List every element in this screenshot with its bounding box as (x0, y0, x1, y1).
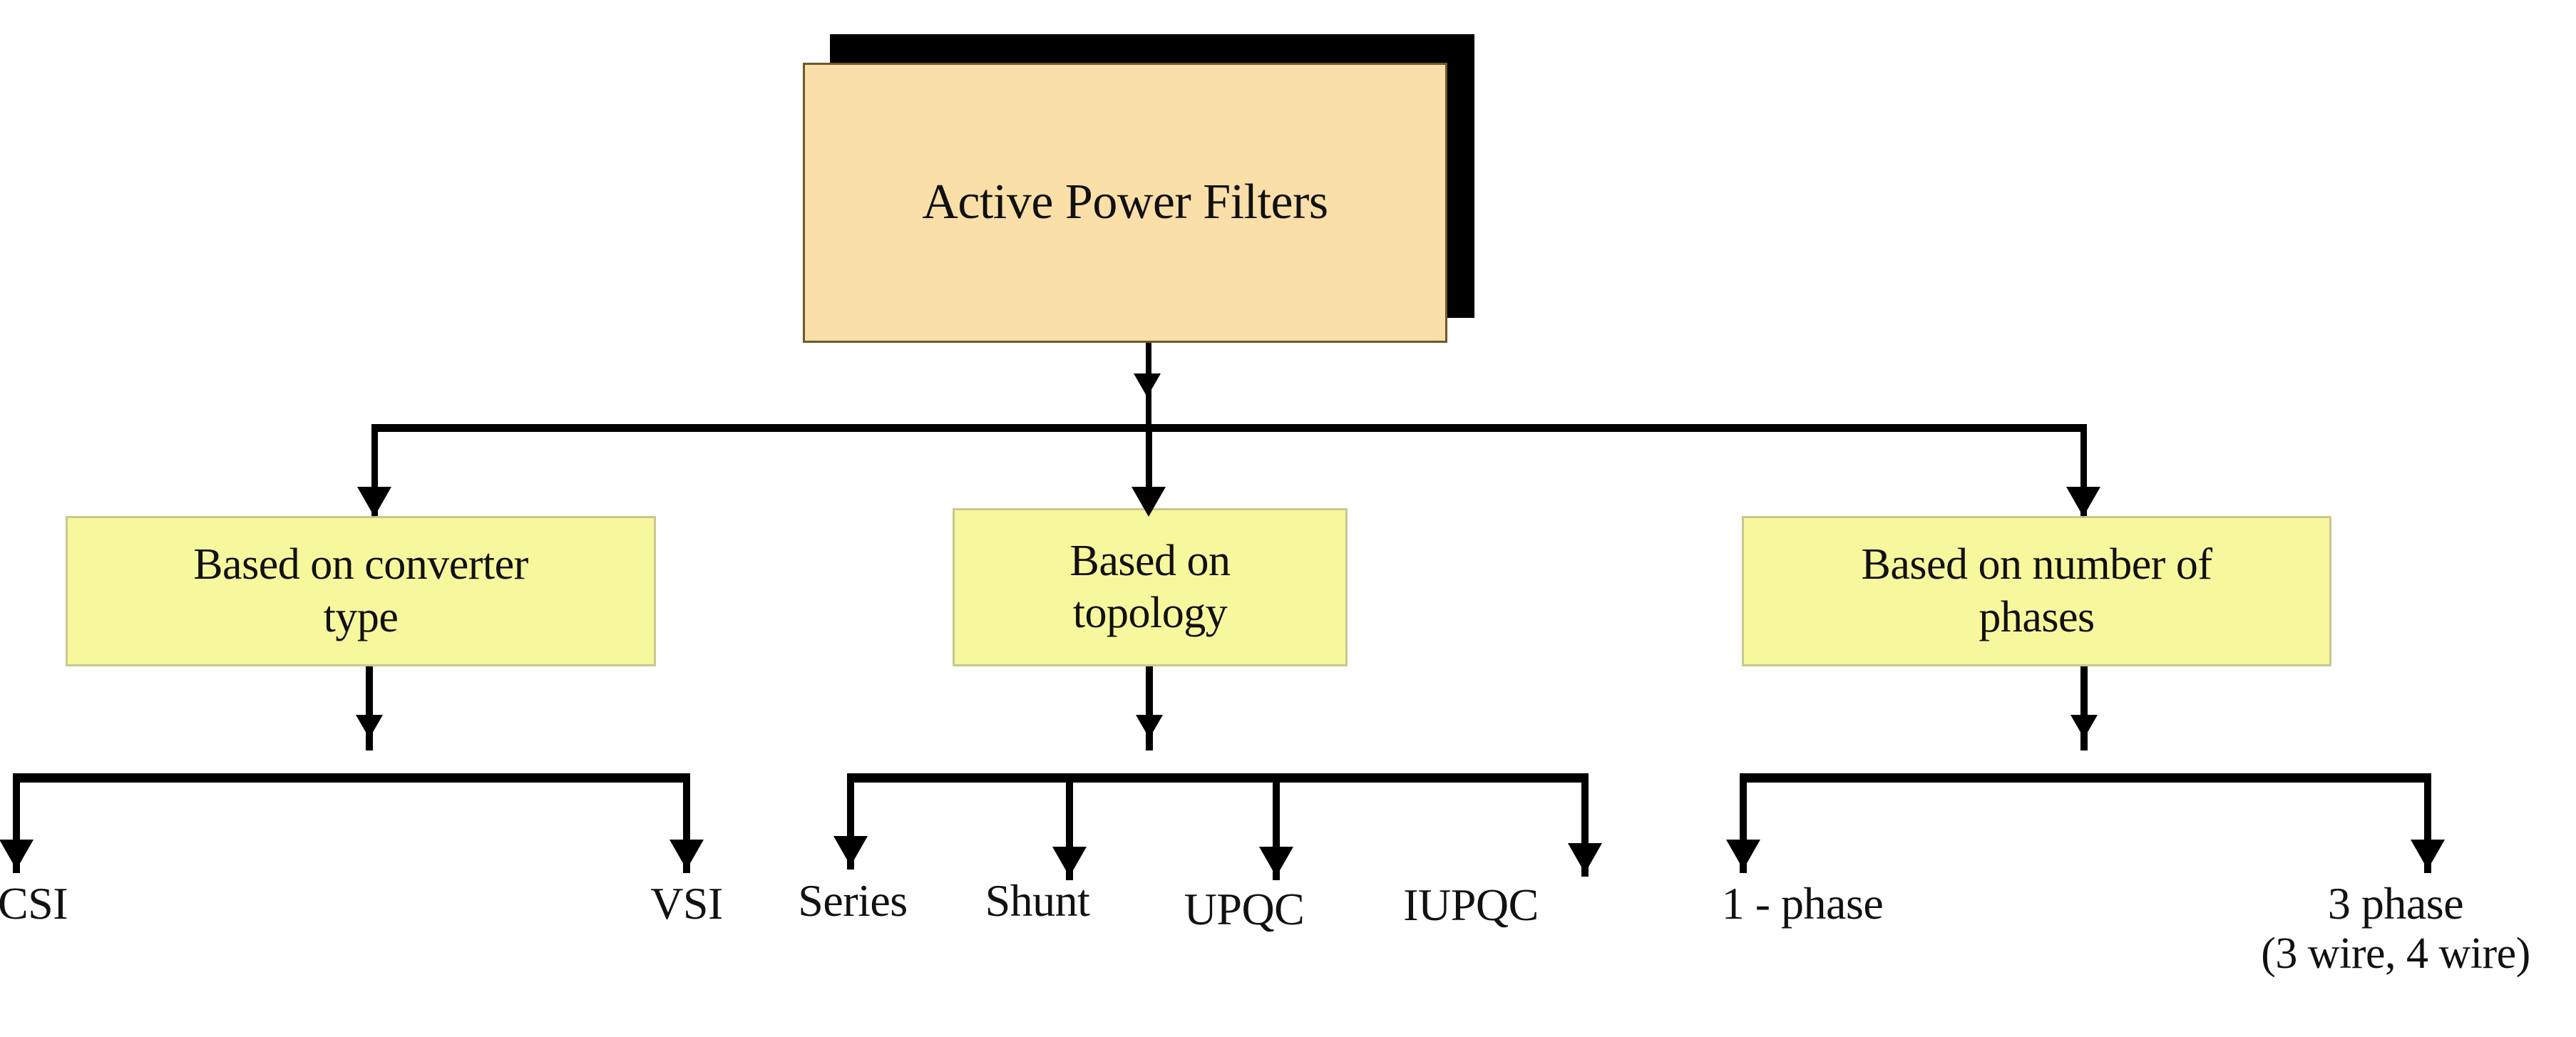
leaf-arrow-shunt (1052, 847, 1087, 877)
leaf-arrow-series (833, 836, 868, 866)
leaf-label-one-phase[interactable]: 1 - phase (1722, 878, 1884, 929)
level2-distribution-bus (374, 424, 2087, 432)
branch-arrow-number-of-phases (2066, 487, 2100, 517)
branch-node-topology[interactable]: Based on topology (953, 508, 1348, 666)
leaf-subtext: (3 wire, 4 wire) (2261, 929, 2530, 978)
leaf-line-iupqc (1581, 773, 1589, 877)
branch-node-converter-type[interactable]: Based on converter type (66, 516, 656, 666)
root-node-label: Active Power Filters (922, 175, 1328, 230)
label-line-2: topology (1072, 589, 1228, 637)
label-line-1: Based on number of (1861, 540, 2212, 589)
leaf-arrow-csi (0, 840, 34, 870)
leaf-label-vsi[interactable]: VSI (650, 878, 723, 929)
root-stem-arrowhead (1134, 373, 1161, 397)
leaf-line-upqc (1273, 773, 1280, 880)
label-line-1: Based on (1069, 536, 1231, 585)
leaf-arrow-vsi (669, 840, 704, 870)
leafstem-line-converter-type (366, 666, 373, 750)
leafstem-line-topology (1146, 666, 1153, 750)
branch-arrow-converter-type (357, 487, 391, 517)
branch-arrow-topology (1132, 487, 1166, 517)
leafstem-line-number-of-phases (2080, 666, 2088, 750)
leaf-text: VSI (650, 878, 723, 929)
leaf-arrow-three-phase (2411, 840, 2445, 870)
leaf-text: 3 phase (2327, 878, 2464, 929)
leaf-arrow-one-phase (1726, 840, 1760, 870)
leaf-label-three-phase[interactable]: 3 phase (3 wire, 4 wire) (2261, 878, 2530, 979)
branch-line-topology (1146, 424, 1152, 517)
root-node-active-power-filters[interactable]: Active Power Filters (803, 63, 1447, 343)
label-line-2: phases (1979, 592, 2095, 641)
leafstem-arrowhead-topology (1136, 715, 1163, 738)
leaf-line-csi (13, 773, 20, 873)
branch-node-number-of-phases[interactable]: Based on number of phases (1742, 516, 2331, 666)
leafstem-arrowhead-number-of-phases (2070, 715, 2098, 738)
leaf-bus-number-of-phases (1740, 773, 2431, 783)
leaf-line-one-phase (1740, 773, 1747, 873)
leaf-line-shunt (1066, 773, 1073, 880)
label-line-2: type (323, 592, 399, 641)
leaf-line-series (847, 773, 854, 870)
leaf-bus-topology (847, 773, 1589, 783)
leaf-text: Shunt (985, 875, 1090, 926)
leaf-label-shunt[interactable]: Shunt (985, 875, 1090, 927)
leaf-text: Series (798, 875, 908, 926)
branch-node-converter-type-label: Based on converter type (193, 539, 528, 643)
leaf-bus-converter-type (13, 773, 690, 783)
leaf-arrow-upqc (1259, 847, 1293, 877)
leaf-arrow-iupqc (1568, 843, 1602, 873)
label-line-1: Based on converter (193, 540, 528, 589)
leaf-line-vsi (683, 773, 690, 873)
leaf-label-series[interactable]: Series (798, 875, 908, 927)
branch-line-converter-type (371, 424, 378, 517)
leaf-text: IUPQC (1403, 879, 1539, 930)
branch-line-number-of-phases (2080, 424, 2087, 517)
leaf-text: CSI (0, 878, 68, 929)
leaf-label-iupqc[interactable]: IUPQC (1403, 879, 1539, 931)
branch-node-topology-label: Based on topology (1069, 535, 1231, 639)
leaf-text: UPQC (1184, 884, 1305, 934)
leaf-label-csi[interactable]: CSI (0, 878, 68, 929)
leaf-label-upqc[interactable]: UPQC (1184, 884, 1305, 935)
branch-node-number-of-phases-label: Based on number of phases (1861, 539, 2212, 643)
leaf-line-three-phase (2424, 773, 2431, 873)
leaf-text: 1 - phase (1721, 878, 1884, 929)
leafstem-arrowhead-converter-type (356, 715, 383, 738)
